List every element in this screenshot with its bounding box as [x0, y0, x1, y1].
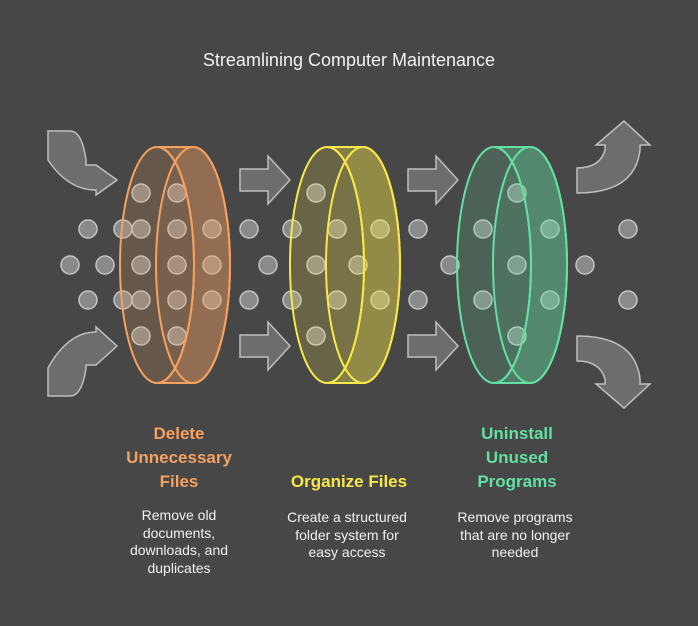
particle-dot: [167, 219, 187, 239]
step-3-description: Remove programs that are no longer neede…: [457, 509, 573, 560]
step-2-description: Create a structured folder system for ea…: [287, 509, 407, 560]
step-1-title: Delete Unnecessary Files: [126, 424, 232, 491]
particle-dot: [370, 219, 390, 239]
particle-dot: [507, 255, 527, 275]
particle-dot: [202, 290, 222, 310]
particle-dot: [618, 219, 638, 239]
particle-dot: [78, 290, 98, 310]
particle-dot: [131, 290, 151, 310]
particle-dots: [60, 183, 638, 346]
particle-dot: [540, 219, 560, 239]
particle-dot: [131, 183, 151, 203]
particle-dot: [440, 255, 460, 275]
particle-dot: [167, 255, 187, 275]
particle-dot: [239, 290, 259, 310]
curved-arrow-out-top-icon: [576, 119, 652, 194]
diagram-title: Streamlining Computer Maintenance: [202, 50, 496, 70]
particle-dot: [473, 290, 493, 310]
particle-dot: [131, 326, 151, 346]
particle-dot: [131, 255, 151, 275]
step-2-title: Organize Files: [290, 472, 408, 491]
filter-ring-2-front: [325, 146, 401, 384]
particle-dot: [258, 255, 278, 275]
particle-dot: [408, 290, 428, 310]
particle-dot: [202, 219, 222, 239]
step-3-title: Uninstall Unused Programs: [477, 424, 557, 491]
particle-dot: [202, 255, 222, 275]
arrow-right-bottom-2-icon: [407, 320, 460, 372]
particle-dot: [60, 255, 80, 275]
particle-dot: [408, 219, 428, 239]
arrow-right-top-1-icon: [239, 154, 292, 206]
curved-arrow-out-bottom-icon: [576, 335, 652, 410]
particle-dot: [131, 219, 151, 239]
particle-dot: [95, 255, 115, 275]
filter-ring-3-front: [492, 146, 568, 384]
particle-dot: [348, 255, 368, 275]
arrow-right-top-2-icon: [407, 154, 460, 206]
particle-dot: [575, 255, 595, 275]
particle-dot: [618, 290, 638, 310]
filter-ring-1-front: [155, 146, 231, 384]
particle-dot: [540, 290, 560, 310]
curved-arrow-in-bottom-icon: [47, 325, 119, 397]
particle-dot: [473, 219, 493, 239]
particle-dot: [370, 290, 390, 310]
step-1-description: Remove old documents, downloads, and dup…: [129, 507, 229, 576]
particle-dot: [306, 183, 326, 203]
filter-rings-front: [155, 146, 568, 384]
particle-dot: [239, 219, 259, 239]
arrow-right-bottom-1-icon: [239, 320, 292, 372]
particle-dot: [306, 326, 326, 346]
particle-dot: [78, 219, 98, 239]
particle-dot: [167, 290, 187, 310]
curved-arrow-in-top-icon: [47, 130, 119, 197]
